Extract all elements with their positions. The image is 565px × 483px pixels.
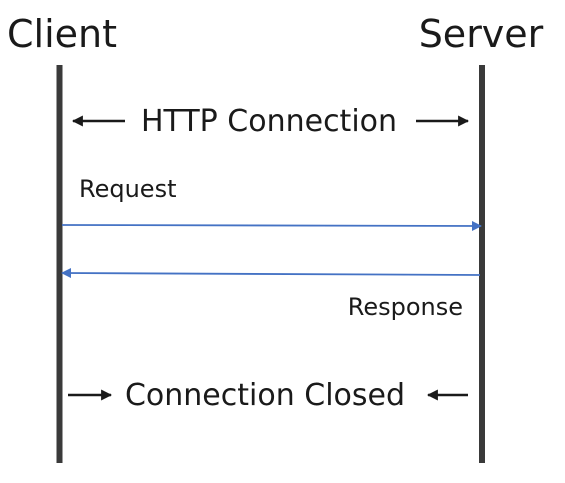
client-label: Client <box>7 12 117 56</box>
request-label: Request <box>79 175 177 203</box>
request-arrow <box>61 220 482 231</box>
response-label: Response <box>348 293 463 321</box>
response-arrow <box>61 268 481 279</box>
http-connection-label: HTTP Connection <box>141 104 397 139</box>
connection-closed-label: Connection Closed <box>125 378 405 413</box>
server-label: Server <box>419 12 544 56</box>
